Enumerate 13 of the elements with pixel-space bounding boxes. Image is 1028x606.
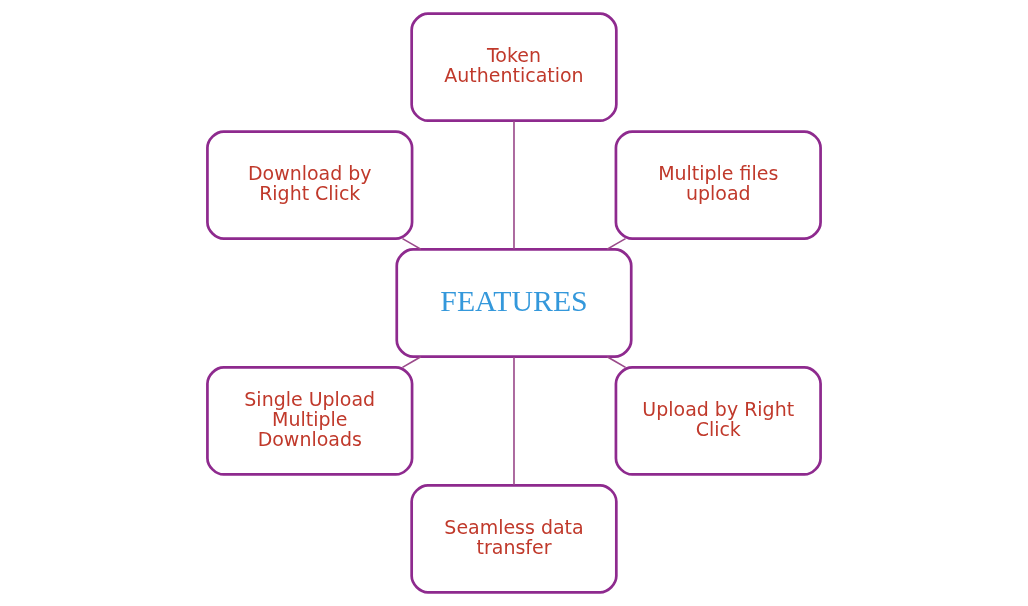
connector <box>513 120 515 250</box>
node-box: FEATURES <box>395 248 633 358</box>
node-box: Token Authentication <box>410 12 618 123</box>
connector <box>513 356 515 486</box>
connector <box>606 355 627 369</box>
node-box: Seamless data transfer <box>410 483 618 594</box>
node-box: Multiple files upload <box>614 130 822 240</box>
connector <box>401 237 422 251</box>
connector <box>401 355 422 369</box>
connector <box>606 237 627 251</box>
node-box: Download by Right Click <box>206 130 414 240</box>
node-box: Upload by Right Click <box>614 366 822 476</box>
node-box: Single Upload Multiple Downloads <box>206 366 414 476</box>
